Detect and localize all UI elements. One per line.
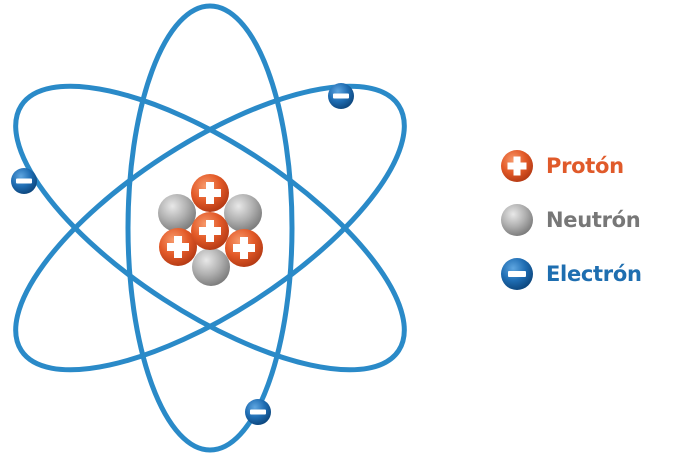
electron — [245, 399, 271, 425]
neutron-icon — [500, 203, 534, 237]
minus-sign-icon — [250, 410, 266, 415]
legend-label-electron: Electrón — [546, 262, 642, 286]
legend-label-proton: Protón — [546, 154, 624, 178]
minus-sign-icon — [333, 94, 349, 99]
legend-item-proton: Protón — [500, 148, 624, 184]
nucleus — [158, 174, 263, 286]
proton — [191, 212, 229, 250]
electron — [11, 168, 37, 194]
proton-icon — [500, 149, 534, 183]
proton — [225, 229, 263, 267]
electron-icon — [500, 257, 534, 291]
neutron — [192, 248, 230, 286]
legend-label-neutron: Neutrón — [546, 208, 640, 232]
legend-item-electron: Electrón — [500, 256, 642, 292]
neutron — [224, 194, 262, 232]
minus-sign-icon — [16, 179, 32, 184]
proton — [191, 174, 229, 212]
legend-item-neutron: Neutrón — [500, 202, 640, 238]
electron — [328, 83, 354, 109]
neutron — [158, 194, 196, 232]
